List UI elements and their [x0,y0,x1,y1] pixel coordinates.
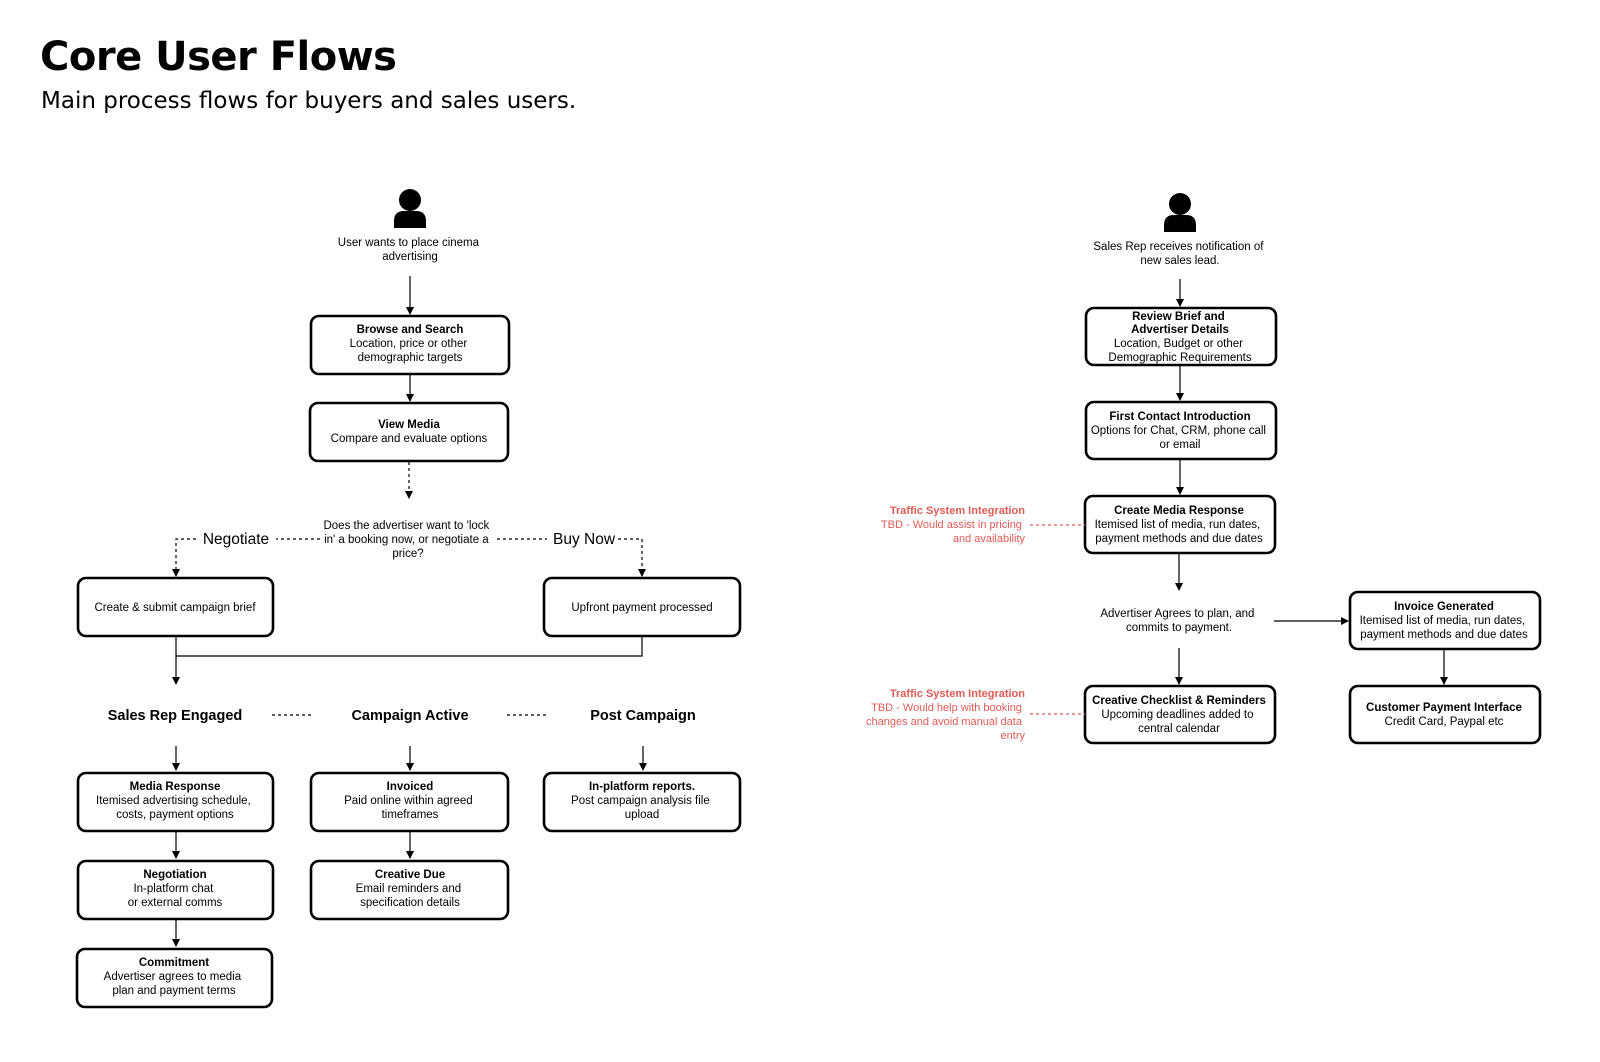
negotiation-desc: In-platform chat or external comms [128,883,223,909]
customer-payment-title: Customer Payment Interface [1366,702,1522,714]
review-brief-title: Review Brief and Advertiser Details [1131,311,1229,336]
decision-question: Does the advertiser want to 'lock in' a … [323,520,492,560]
creative-due-node[interactable]: Creative Due Email reminders and specifi… [309,859,510,921]
media-response-node[interactable]: Media Response Itemised advertising sche… [76,771,275,833]
negotiation-title: Negotiation [143,869,206,881]
first-contact-node[interactable]: First Contact Introduction Options for C… [1084,400,1278,461]
campaign-brief-label: Create & submit campaign brief [94,602,256,614]
advertiser-agrees-label: Advertiser Agrees to plan, and commits t… [1100,608,1257,634]
create-media-response-node[interactable]: Create Media Response Itemised list of m… [1083,494,1277,555]
reports-desc: Post campaign analysis file upload [571,795,713,821]
buyer-flow: User wants to place cinema advertising B… [75,189,742,1009]
creative-checklist-node[interactable]: Creative Checklist & Reminders Upcoming … [1083,684,1277,745]
stage-post-campaign: Post Campaign [590,708,696,724]
edge-payment-merge [176,636,643,657]
review-brief-desc: Location, Budget or other Demographic Re… [1108,338,1251,364]
reports-title: In-platform reports. [589,781,695,793]
media-response-title: Media Response [130,781,221,793]
page-title: Core User Flows [40,34,397,80]
negotiation-node[interactable]: Negotiation In-platform chat or external… [76,859,275,921]
page-subtitle: Main process flows for buyers and sales … [41,88,577,114]
sales-start-label: Sales Rep receives notification of new s… [1093,241,1266,267]
commitment-node[interactable]: Commitment Advertiser agrees to media pl… [75,947,274,1009]
upfront-payment-label: Upfront payment processed [571,602,712,614]
campaign-brief-node[interactable]: Create & submit campaign brief [76,576,275,638]
invoiced-desc: Paid online within agreed timeframes [344,795,476,821]
commitment-title: Commitment [139,957,209,969]
commitment-desc: Advertiser agrees to media plan and paym… [104,971,245,997]
invoiced-node[interactable]: Invoiced Paid online within agreed timef… [309,771,510,833]
stage-campaign-active: Campaign Active [351,708,468,724]
user-icon [1164,193,1196,232]
note-2-title: Traffic System Integration [890,688,1025,700]
reports-node[interactable]: In-platform reports. Post campaign analy… [542,771,742,833]
creative-checklist-title: Creative Checklist & Reminders [1092,695,1266,707]
branch-buynow-label: Buy Now [553,531,616,548]
customer-payment-desc: Credit Card, Paypal etc [1385,716,1504,728]
stage-sales-rep-engaged: Sales Rep Engaged [108,708,243,724]
invoice-generated-title: Invoice Generated [1394,601,1494,613]
creative-due-title: Creative Due [375,869,445,881]
create-media-response-desc: Itemised list of media, run dates, payme… [1095,519,1264,545]
note-1-title: Traffic System Integration [890,505,1025,517]
note-2-desc: TBD - Would help with booking changes an… [866,702,1026,742]
invoiced-title: Invoiced [387,781,434,793]
browse-title: Browse and Search [357,324,464,336]
branch-negotiate-label: Negotiate [203,531,269,548]
view-media-node[interactable]: View Media Compare and evaluate options [308,401,510,463]
creative-checklist-desc: Upcoming deadlines added to central cale… [1101,709,1256,735]
browse-desc: Location, price or other demographic tar… [350,338,471,364]
edge-decision-negotiate-b [172,538,196,577]
note-1-desc: TBD - Would assist in pricing and availa… [881,519,1026,545]
create-media-response-title: Create Media Response [1114,505,1244,517]
edge-decision-buynow-b [618,538,646,577]
creative-due-desc: Email reminders and specification detail… [356,883,465,909]
user-icon [394,189,426,228]
invoice-generated-desc: Itemised list of media, run dates, payme… [1360,615,1529,641]
customer-payment-node[interactable]: Customer Payment Interface Credit Card, … [1348,684,1542,745]
sales-flow: Sales Rep receives notification of new s… [866,193,1542,745]
browse-search-node[interactable]: Browse and Search Location, price or oth… [309,314,511,376]
invoice-generated-node[interactable]: Invoice Generated Itemised list of media… [1348,590,1542,651]
view-media-desc: Compare and evaluate options [331,433,488,445]
review-brief-node[interactable]: Review Brief and Advertiser Details Loca… [1084,306,1278,367]
upfront-payment-node[interactable]: Upfront payment processed [542,576,742,638]
buyer-start-label: User wants to place cinema advertising [338,237,482,263]
view-media-title: View Media [378,419,440,431]
first-contact-desc: Options for Chat, CRM, phone call or ema… [1091,425,1269,451]
first-contact-title: First Contact Introduction [1109,411,1250,423]
media-response-desc: Itemised advertising schedule, costs, pa… [96,795,254,821]
